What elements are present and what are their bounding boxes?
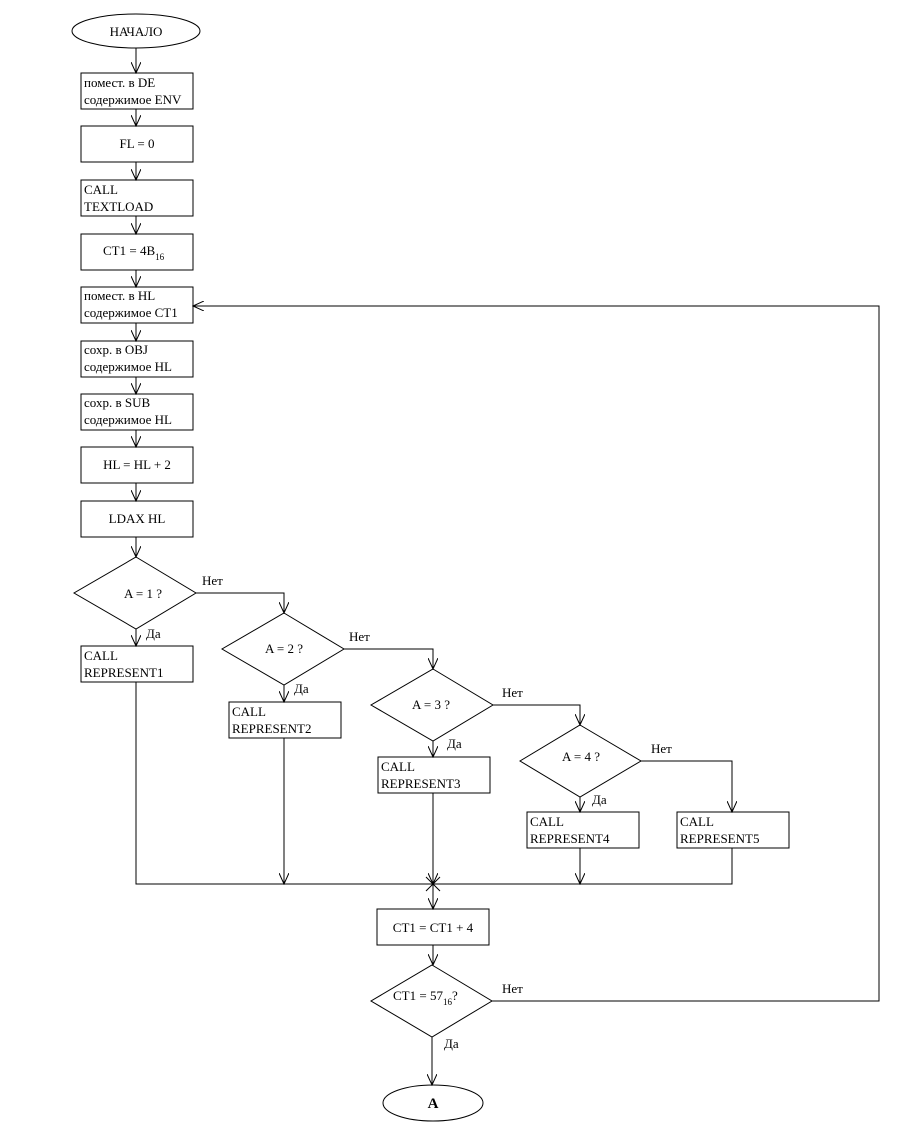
step-ldax-label: LDAX HL: [109, 511, 166, 526]
step-save-sub: [80, 393, 194, 431]
merge-represent1: [135, 682, 433, 885]
arrow-a3-no: [493, 704, 580, 725]
step-fl-zero-label: FL = 0: [119, 136, 154, 151]
call-represent3: [377, 756, 491, 794]
call-represent2-line1: CALL: [232, 704, 266, 719]
decision-ct1-check-label: CT1 = 5716?: [393, 988, 458, 1007]
step-call-textload-line2: TEXTLOAD: [84, 199, 153, 214]
call-represent1-line2: REPRESENT1: [84, 665, 163, 680]
arrow-a2-no: [344, 648, 433, 669]
step-ldax: [80, 500, 194, 538]
decision-a1-label: A = 1 ?: [124, 586, 162, 601]
call-represent1: [80, 645, 194, 683]
decision-a4-label: A = 4 ?: [562, 749, 600, 764]
call-represent4-line1: CALL: [530, 814, 564, 829]
step-ct1-plus4: [376, 908, 490, 946]
arrow-a1-no: [196, 592, 284, 613]
step-save-obj-line1: сохр. в OBJ: [84, 342, 148, 357]
decision-a2-label: A = 2 ?: [265, 641, 303, 656]
step-load-de-line2: содержимое ENV: [84, 92, 182, 107]
call-represent4: [526, 811, 640, 849]
call-represent2-line2: REPRESENT2: [232, 721, 311, 736]
label-a3-no: Нет: [502, 685, 523, 700]
call-represent5: [676, 811, 790, 849]
label-a4-yes: Да: [592, 792, 607, 807]
step-ct1-init: [80, 233, 194, 271]
step-load-hl-line2: содержимое CT1: [84, 305, 178, 320]
call-represent1-line1: CALL: [84, 648, 118, 663]
step-ct1-init-label: CT1 = 4B16: [103, 243, 165, 262]
label-check-yes: Да: [444, 1036, 459, 1051]
arrow-check-no-loop: [193, 306, 880, 1002]
call-represent5-line1: CALL: [680, 814, 714, 829]
decision-a3-label: A = 3 ?: [412, 697, 450, 712]
step-load-de-line1: помест. в DE: [84, 75, 155, 90]
step-save-sub-line1: сохр. в SUB: [84, 395, 150, 410]
call-represent5-line2: REPRESENT5: [680, 831, 759, 846]
step-load-hl-line1: помест. в HL: [84, 288, 155, 303]
step-call-textload: [80, 179, 194, 217]
label-a1-no: Нет: [202, 573, 223, 588]
step-hl-plus2: [80, 446, 194, 484]
call-represent4-line2: REPRESENT4: [530, 831, 610, 846]
label-a4-no: Нет: [651, 741, 672, 756]
step-save-obj-line2: содержимое HL: [84, 359, 172, 374]
step-save-sub-line2: содержимое HL: [84, 412, 172, 427]
label-a3-yes: Да: [447, 736, 462, 751]
step-call-textload-line1: CALL: [84, 182, 118, 197]
call-represent3-line1: CALL: [381, 759, 415, 774]
step-hl-plus2-label: HL = HL + 2: [103, 457, 171, 472]
step-load-de: [80, 72, 194, 110]
end-label: A: [428, 1096, 439, 1112]
connectors: [135, 48, 880, 1085]
call-represent3-line2: REPRESENT3: [381, 776, 460, 791]
label-a1-yes: Да: [146, 626, 161, 641]
label-check-no: Нет: [502, 981, 523, 996]
start-label: НАЧАЛО: [110, 24, 163, 39]
label-a2-no: Нет: [349, 629, 370, 644]
step-ct1-plus4-label: CT1 = CT1 + 4: [393, 920, 474, 935]
arrow-a4-no: [641, 760, 732, 812]
label-a2-yes: Да: [294, 681, 309, 696]
merge-represent5: [433, 848, 733, 885]
